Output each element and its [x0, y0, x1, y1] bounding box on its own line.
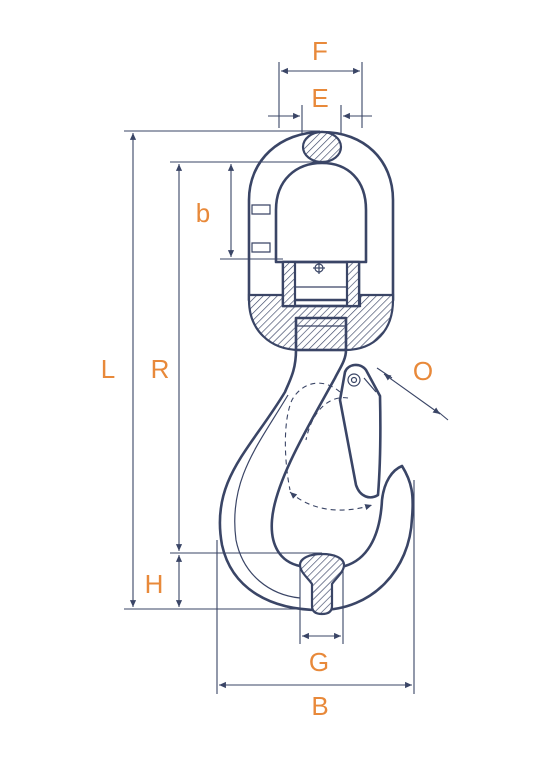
safety-latch: [338, 363, 382, 499]
latch-open-position: [284, 382, 341, 491]
swivel-eye: [247, 130, 395, 352]
hook-outer-contour: [218, 348, 414, 612]
label-L: L: [101, 354, 115, 384]
nut-left-section: [281, 260, 297, 308]
dimensions: [124, 62, 449, 694]
label-B: B: [311, 691, 328, 721]
eye-inner-opening: [274, 161, 368, 264]
hook-bottom-section: [298, 552, 346, 616]
eye-top-section: [301, 130, 343, 164]
hook-shank: [294, 316, 348, 352]
hook-inner-contour: [234, 394, 301, 599]
eye-bottom-section: [247, 293, 395, 352]
label-G: G: [309, 647, 329, 677]
label-R: R: [151, 354, 170, 384]
label-O: O: [413, 356, 433, 386]
hook-body: [218, 348, 414, 616]
label-b: b: [196, 198, 210, 228]
label-H: H: [145, 569, 164, 599]
latch-pin: [347, 373, 361, 387]
label-F: F: [312, 36, 328, 66]
nut-right-section: [345, 260, 361, 308]
label-E: E: [311, 83, 328, 113]
